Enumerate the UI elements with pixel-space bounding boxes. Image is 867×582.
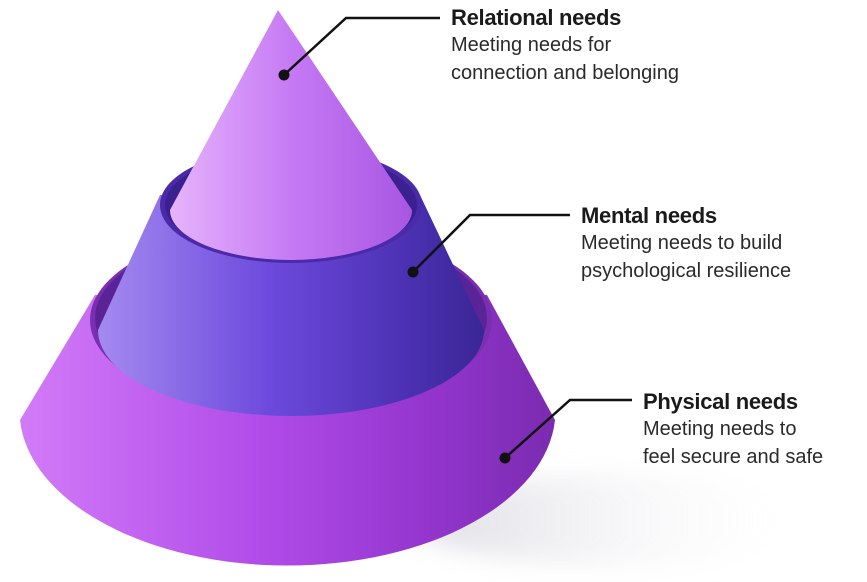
cone-section-relational: [170, 10, 412, 260]
tier-description-mental: Meeting needs to build psychological res…: [581, 229, 791, 285]
tier-description-line: psychological resilience: [581, 260, 792, 282]
tier-title-mental: Mental needs: [581, 203, 717, 228]
tier-description-line: Meeting needs for: [451, 34, 612, 56]
cone-section-mental: [98, 195, 484, 416]
tier-title-relational: Relational needs: [451, 5, 622, 30]
marker-dot-physical: [499, 452, 511, 464]
tier-description-line: connection and belonging: [451, 62, 679, 84]
marker-dot-mental: [407, 266, 419, 278]
label-mental-needs: Mental needs Meeting needs to build psyc…: [581, 203, 791, 285]
cone-shadow: [410, 475, 830, 565]
tier-description-line: Meeting needs to: [643, 418, 797, 440]
leader-line-physical: [504, 398, 632, 459]
tier-title-physical: Physical needs: [643, 389, 798, 414]
tier-description-physical: Meeting needs to feel secure and safe: [643, 415, 823, 471]
tier-description-line: feel secure and safe: [643, 446, 824, 468]
marker-dot-relational: [278, 69, 290, 81]
label-physical-needs: Physical needs Meeting needs to feel sec…: [643, 389, 823, 471]
tier-description-relational: Meeting needs for connection and belongi…: [451, 31, 679, 87]
leader-line-mental: [412, 213, 570, 273]
label-relational-needs: Relational needs Meeting needs for conne…: [451, 5, 679, 87]
tier-description-line: Meeting needs to build: [581, 232, 783, 254]
leader-line-relational: [283, 16, 440, 76]
